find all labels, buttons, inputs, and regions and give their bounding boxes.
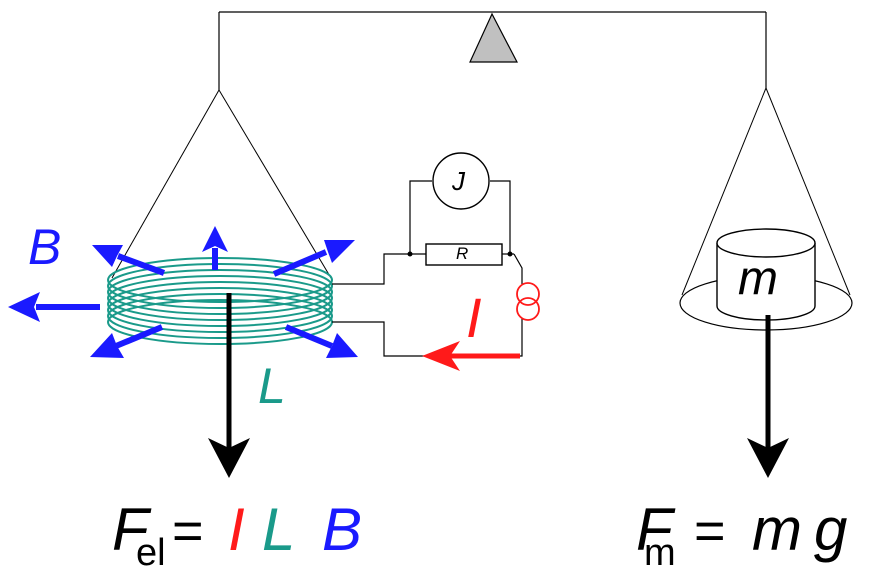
formula-g: g	[814, 496, 848, 563]
mass-label-m: m	[738, 252, 778, 305]
junction-dot	[407, 251, 413, 257]
balance-beam	[218, 11, 767, 90]
pivot-triangle	[469, 12, 518, 63]
formula-F: F	[112, 496, 149, 563]
meter-J	[432, 152, 490, 210]
right-hanger-strings	[681, 87, 851, 296]
resistor-label-R: R	[456, 244, 469, 263]
formula-B: B	[322, 496, 363, 563]
current-source-icon	[516, 282, 540, 321]
current-arrow	[422, 341, 520, 371]
field-arrows-B	[8, 226, 358, 358]
length-label-L: L	[258, 358, 286, 414]
left-hanger-strings	[111, 89, 332, 279]
junction-dot	[507, 251, 513, 257]
formula-I: I	[228, 496, 245, 563]
current-label-I: I	[466, 286, 482, 349]
force-arrow-gravity	[747, 315, 789, 478]
formula-L: L	[262, 496, 296, 563]
force-arrow-electric	[208, 293, 250, 478]
coil-L	[107, 257, 333, 345]
resistor-R	[425, 243, 503, 266]
formula-subscript-m: m	[644, 532, 676, 574]
formula-subscript-el: el	[136, 532, 166, 574]
formula-equals: =	[172, 501, 204, 561]
meter-label-J: J	[452, 166, 465, 196]
formula-F: F	[636, 496, 673, 563]
circuit-wires	[332, 180, 523, 357]
field-label-B: B	[28, 219, 62, 275]
formula-m: m	[752, 496, 802, 563]
formula-equals: =	[694, 501, 726, 561]
